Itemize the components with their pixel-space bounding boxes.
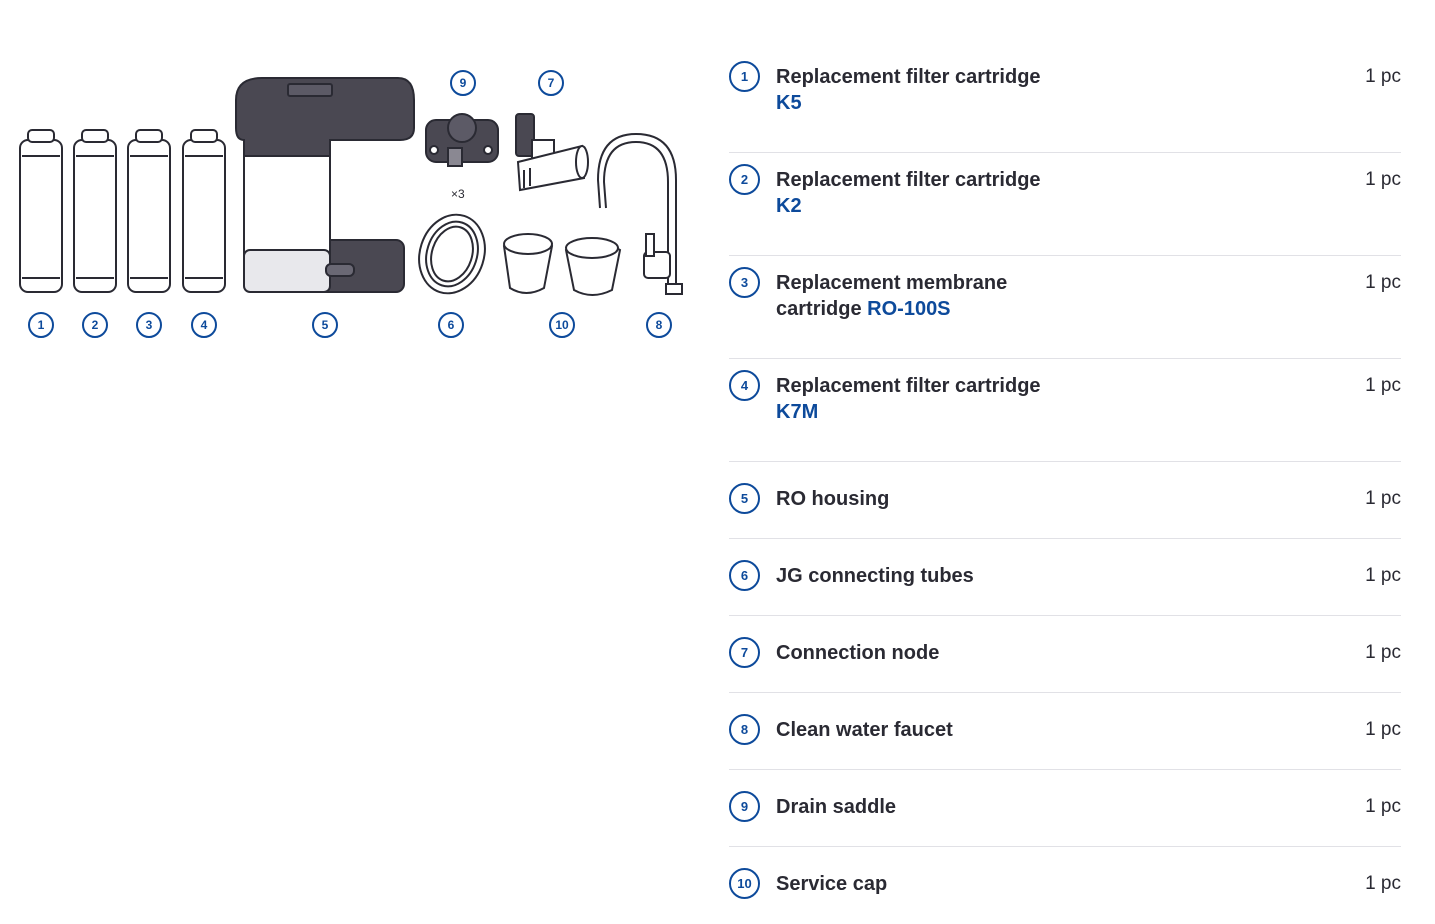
list-item: 9 Drain saddle 1 pc xyxy=(729,770,1401,847)
drain-saddle-drawing xyxy=(425,113,499,167)
list-item: 3 Replacement membrane cartridge RO-100S… xyxy=(729,256,1401,359)
item-quantity: 1 pc xyxy=(1365,873,1401,894)
item-model: K2 xyxy=(776,195,802,217)
list-item: 10 Service cap 1 pc xyxy=(729,847,1401,924)
callout-10: 10 xyxy=(549,312,575,338)
item-quantity: 1 pc xyxy=(1365,796,1401,817)
list-item: 8 Clean water faucet 1 pc xyxy=(729,693,1401,770)
item-model: K5 xyxy=(776,92,802,114)
cartridge-1-drawing xyxy=(19,129,63,293)
item-name: Replacement filter cartridge K7M xyxy=(776,375,1041,423)
item-number-badge: 1 xyxy=(729,61,760,92)
connection-node-drawing xyxy=(515,113,589,192)
item-name: JG connecting tubes xyxy=(776,565,974,587)
item-name: RO housing xyxy=(776,488,890,510)
faucet-drawing xyxy=(596,132,683,295)
tubes-multiplier-label: ×3 xyxy=(451,187,465,201)
item-number-badge: 5 xyxy=(729,483,760,514)
item-number-badge: 8 xyxy=(729,714,760,745)
list-item: 7 Connection node 1 pc xyxy=(729,616,1401,693)
callout-9: 9 xyxy=(450,70,476,96)
item-name: Service cap xyxy=(776,873,888,895)
item-number-badge: 9 xyxy=(729,791,760,822)
cartridge-4-drawing xyxy=(182,129,226,293)
item-model: K7M xyxy=(776,401,819,423)
item-number-badge: 10 xyxy=(729,868,760,899)
item-number-badge: 3 xyxy=(729,267,760,298)
item-name: Connection node xyxy=(776,642,940,664)
item-name: Replacement membrane cartridge RO-100S xyxy=(776,272,1008,320)
item-number-badge: 4 xyxy=(729,370,760,401)
callout-4: 4 xyxy=(191,312,217,338)
item-name: Replacement filter cartridge K5 xyxy=(776,66,1041,114)
service-cap-drawing xyxy=(502,233,622,296)
parts-drawing xyxy=(19,77,683,296)
item-quantity: 1 pc xyxy=(1365,66,1401,87)
list-item: 5 RO housing 1 pc xyxy=(729,462,1401,539)
list-item: 1 Replacement filter cartridge K5 1 pc xyxy=(729,50,1401,153)
item-name: Drain saddle xyxy=(776,796,897,818)
item-model: RO-100S xyxy=(867,298,951,320)
item-quantity: 1 pc xyxy=(1365,272,1401,293)
callout-1: 1 xyxy=(28,312,54,338)
list-item: 2 Replacement filter cartridge K2 1 pc xyxy=(729,153,1401,256)
item-quantity: 1 pc xyxy=(1365,488,1401,509)
item-quantity: 1 pc xyxy=(1365,375,1401,396)
callout-2: 2 xyxy=(82,312,108,338)
callout-5: 5 xyxy=(312,312,338,338)
cartridge-3-drawing xyxy=(127,129,171,293)
item-number-badge: 7 xyxy=(729,637,760,668)
kit-contents-illustration: 1 2 3 4 5 6 10 8 9 7 ×3 xyxy=(0,0,700,360)
callout-7: 7 xyxy=(538,70,564,96)
ro-housing-drawing xyxy=(235,77,415,293)
item-quantity: 1 pc xyxy=(1365,169,1401,190)
callout-3: 3 xyxy=(136,312,162,338)
item-quantity: 1 pc xyxy=(1365,642,1401,663)
list-item: 4 Replacement filter cartridge K7M 1 pc xyxy=(729,359,1401,462)
item-quantity: 1 pc xyxy=(1365,719,1401,740)
item-name: Clean water faucet xyxy=(776,719,953,741)
connecting-tubes-drawing xyxy=(418,213,486,295)
item-number-badge: 2 xyxy=(729,164,760,195)
item-name: Replacement filter cartridge K2 xyxy=(776,169,1041,217)
cartridge-2-drawing xyxy=(73,129,117,293)
callout-8: 8 xyxy=(646,312,672,338)
item-number-badge: 6 xyxy=(729,560,760,591)
item-quantity: 1 pc xyxy=(1365,565,1401,586)
parts-list: 1 Replacement filter cartridge K5 1 pc 2… xyxy=(729,50,1401,924)
list-item: 6 JG connecting tubes 1 pc xyxy=(729,539,1401,616)
callout-6: 6 xyxy=(438,312,464,338)
